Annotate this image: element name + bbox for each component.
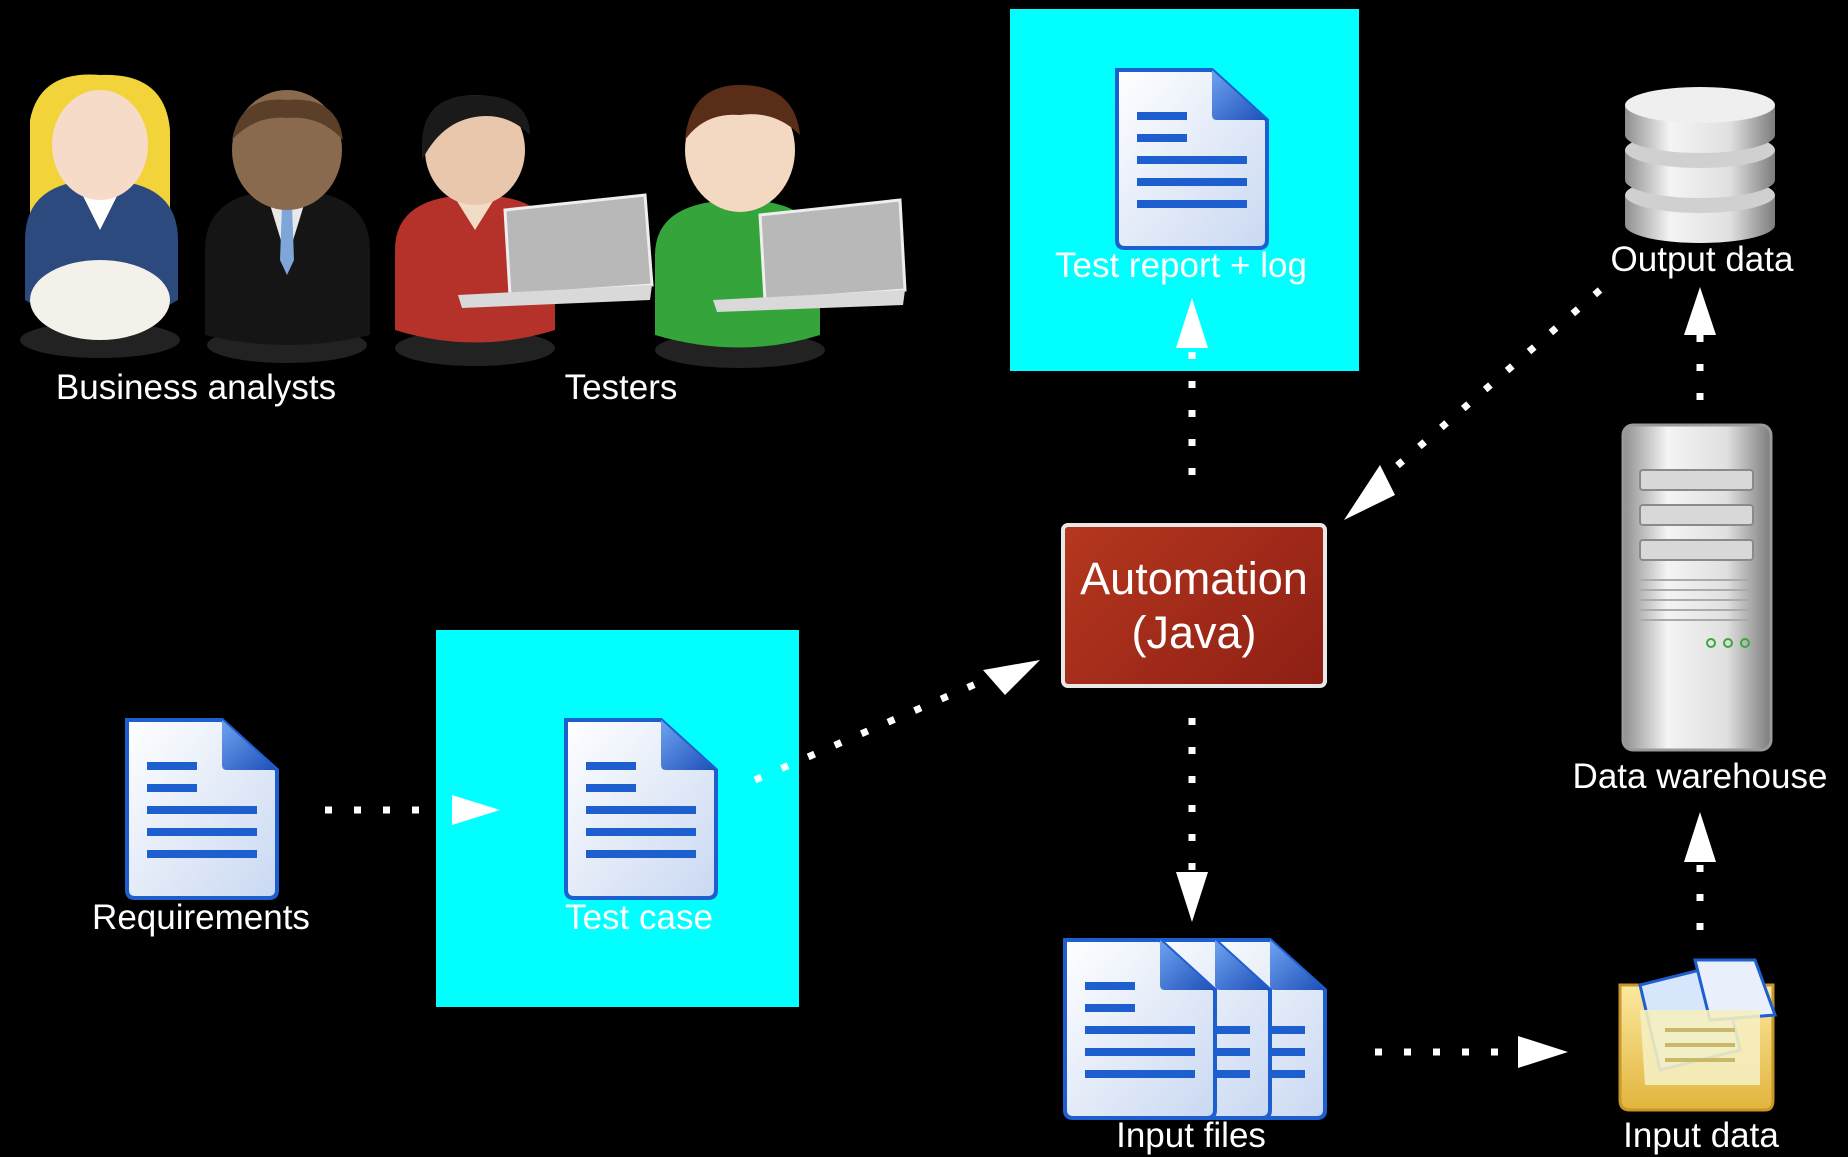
arrowhead-input-files bbox=[1176, 872, 1208, 922]
arrowhead-test-report bbox=[1176, 298, 1208, 348]
flow-arrows bbox=[325, 287, 1704, 1056]
flow-output-data-to-automation bbox=[1387, 287, 1603, 475]
server-icon bbox=[1621, 423, 1773, 752]
automation-subtitle: (Java) bbox=[1131, 606, 1257, 658]
arrow-heads bbox=[452, 287, 1716, 1068]
arrowhead-output-to-automation bbox=[1344, 465, 1395, 520]
output-data-label: Output data bbox=[1610, 240, 1794, 279]
arrowhead-test-case bbox=[452, 795, 500, 810]
testers-label: Testers bbox=[564, 368, 678, 407]
folder-icon bbox=[1618, 958, 1778, 1112]
automation-box: Automation (Java) bbox=[1061, 523, 1327, 688]
arrowhead-automation bbox=[983, 660, 1040, 695]
business-analysts-label: Business analysts bbox=[55, 368, 337, 407]
requirements-label: Requirements bbox=[92, 898, 310, 937]
man-laptop-icon bbox=[655, 85, 907, 368]
woman-blonde-icon bbox=[20, 74, 180, 358]
automation-title: Automation bbox=[1080, 552, 1308, 604]
woman-laptop-icon bbox=[395, 95, 654, 366]
test-report-document-icon bbox=[1115, 68, 1269, 250]
data-warehouse-label: Data warehouse bbox=[1572, 757, 1828, 796]
requirements-document-icon bbox=[125, 718, 279, 900]
arrowhead-test-case-b bbox=[452, 810, 500, 825]
documents-stack-icon bbox=[1063, 938, 1327, 1120]
test-case-document-icon bbox=[564, 718, 718, 900]
test-case-label: Test case bbox=[565, 898, 713, 937]
man-suit-icon bbox=[205, 90, 370, 363]
arrowhead-output-data bbox=[1684, 287, 1716, 335]
arrowhead-input-data bbox=[1518, 1036, 1568, 1068]
test-report-label: Test report + log bbox=[1055, 246, 1307, 285]
input-data-label: Input data bbox=[1623, 1116, 1779, 1155]
database-icon bbox=[1625, 87, 1775, 243]
input-files-label: Input files bbox=[1116, 1116, 1266, 1155]
arrowhead-data-warehouse bbox=[1684, 812, 1716, 862]
flow-test-case-to-automation bbox=[753, 676, 987, 784]
